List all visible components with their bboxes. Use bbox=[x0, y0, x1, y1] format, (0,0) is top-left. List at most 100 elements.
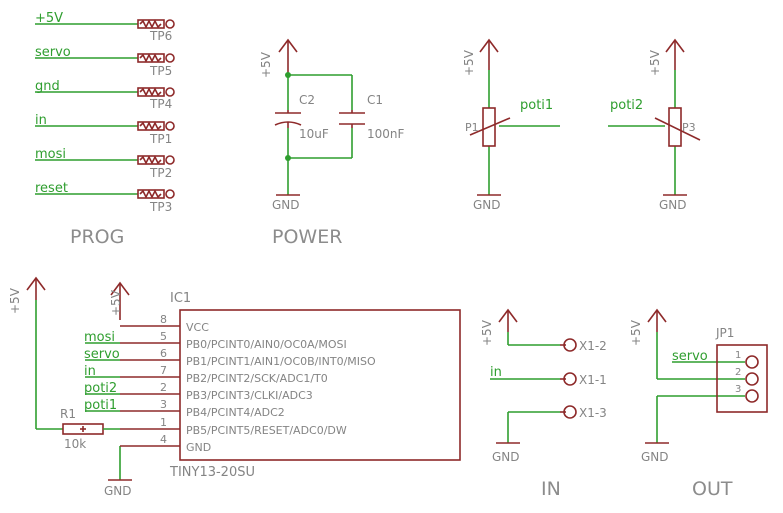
test-point[interactable] bbox=[137, 189, 165, 199]
prog-row: in TP1 bbox=[35, 113, 175, 146]
pin-number: 7 bbox=[160, 364, 167, 377]
section-title-out: OUT bbox=[692, 478, 733, 500]
supply-label: +5V bbox=[109, 289, 123, 316]
net-label: servo bbox=[35, 45, 71, 60]
capacitor-c2[interactable]: C2 10uF bbox=[274, 93, 329, 141]
connector-name: JP1 bbox=[715, 326, 734, 340]
resistor-value: 10k bbox=[64, 437, 86, 451]
connector-x1[interactable]: X1-2 X1-1 X1-3 bbox=[560, 338, 607, 420]
net-label: in bbox=[84, 364, 96, 379]
supply-label: +5V bbox=[8, 287, 22, 314]
pin-label: PB5/PCINT5/RESET/ADC0/DW bbox=[186, 424, 347, 437]
test-point-label: TP1 bbox=[149, 132, 172, 146]
gnd-label: GND bbox=[641, 450, 669, 464]
pin-label: PB3/PCINT3/CLKI/ADC3 bbox=[186, 389, 313, 402]
net-label: reset bbox=[35, 181, 68, 196]
power-section: +5V C2 10uF C1 100nF GND PO bbox=[259, 38, 405, 248]
potentiometer-p1[interactable]: P1 bbox=[465, 107, 511, 147]
poti2-section: +5V P3 poti2 GND bbox=[608, 38, 701, 212]
poti1-section: +5V P1 poti1 GND bbox=[462, 38, 560, 212]
pin-label: PB4/PCINT4/ADC2 bbox=[186, 406, 285, 419]
gnd-label: GND bbox=[104, 484, 132, 498]
supply-label: +5V bbox=[259, 51, 273, 78]
prog-row: mosi TP2 bbox=[35, 147, 175, 180]
poti-name: P1 bbox=[465, 121, 479, 134]
connector-pin: 1 bbox=[735, 350, 741, 361]
connector-pin: X1-2 bbox=[579, 339, 607, 353]
pin-number: 1 bbox=[160, 416, 167, 429]
net-label: +5V bbox=[35, 11, 63, 26]
pin-label: PB0/PCINT0/AIN0/OC0A/MOSI bbox=[186, 338, 347, 351]
net-label: poti2 bbox=[84, 381, 117, 396]
test-point-label: TP3 bbox=[149, 200, 172, 214]
capacitor-c1[interactable]: C1 100nF bbox=[339, 93, 405, 141]
pin-number: 8 bbox=[160, 313, 167, 326]
out-section: +5V servo GND JP1 1 2 3 OUT bbox=[629, 308, 768, 500]
connector-jp1[interactable]: JP1 1 2 3 bbox=[715, 326, 768, 413]
ic-pins: 8 5 6 7 2 3 1 4 bbox=[120, 313, 180, 447]
resistor-name: R1 bbox=[60, 407, 76, 421]
pin-number: 2 bbox=[160, 381, 167, 394]
test-point[interactable] bbox=[137, 53, 165, 63]
pin-number: 4 bbox=[160, 433, 167, 446]
test-point-label: TP5 bbox=[149, 64, 172, 78]
prog-row: reset TP3 bbox=[35, 181, 175, 214]
prog-row: gnd TP4 bbox=[35, 79, 175, 111]
pin-label: PB1/PCINT1/AIN1/OC0B/INT0/MISO bbox=[186, 355, 376, 368]
net-label: poti2 bbox=[610, 98, 643, 113]
test-point-label: TP4 bbox=[149, 97, 172, 111]
net-label: mosi bbox=[35, 147, 66, 162]
gnd-label: GND bbox=[473, 198, 501, 212]
net-label: in bbox=[490, 365, 502, 380]
c2-value: 10uF bbox=[299, 127, 329, 141]
net-label: servo bbox=[84, 347, 120, 362]
section-title-power: POWER bbox=[272, 226, 342, 248]
potentiometer-p3[interactable]: P3 bbox=[654, 107, 701, 147]
test-point-label: TP6 bbox=[149, 29, 172, 43]
ic-name: IC1 bbox=[170, 291, 191, 306]
prog-row: +5V TP6 bbox=[35, 11, 175, 43]
c2-name: C2 bbox=[299, 93, 315, 107]
test-point[interactable] bbox=[137, 155, 165, 165]
pin-label: VCC bbox=[186, 321, 209, 334]
connector-pin: X1-1 bbox=[579, 373, 607, 387]
c1-name: C1 bbox=[367, 93, 383, 107]
supply-label: +5V bbox=[462, 49, 476, 76]
net-label: servo bbox=[672, 349, 708, 364]
c1-value: 100nF bbox=[367, 127, 405, 141]
test-point[interactable] bbox=[137, 121, 165, 131]
net-label: mosi bbox=[84, 330, 115, 345]
ic-section: +5V R1 10k +5V mosi servo in poti2 poti1… bbox=[8, 276, 461, 498]
poti-name: P3 bbox=[682, 121, 696, 134]
prog-row: servo TP5 bbox=[35, 45, 175, 78]
net-label: in bbox=[35, 113, 47, 128]
test-point[interactable] bbox=[137, 19, 165, 29]
gnd-label: GND bbox=[492, 450, 520, 464]
test-point-label: TP2 bbox=[149, 166, 172, 180]
pin-number: 6 bbox=[160, 347, 167, 360]
supply-label: +5V bbox=[629, 319, 643, 346]
net-label: poti1 bbox=[520, 98, 553, 113]
pin-number: 3 bbox=[160, 398, 167, 411]
pin-label: GND bbox=[186, 441, 211, 454]
supply-label: +5V bbox=[648, 49, 662, 76]
prog-section: +5V TP6 servo TP5 gnd TP4 in bbox=[35, 11, 175, 248]
pin-number: 5 bbox=[160, 330, 167, 343]
test-point[interactable] bbox=[137, 87, 165, 97]
pin-label: PB2/PCINT2/SCK/ADC1/T0 bbox=[186, 372, 328, 385]
gnd-label: GND bbox=[659, 198, 687, 212]
connector-pin: 3 bbox=[735, 384, 741, 395]
resistor-r1[interactable]: R1 10k bbox=[60, 407, 104, 451]
in-section: +5V in GND X1-2 X1-1 X1-3 IN bbox=[480, 308, 607, 500]
section-title-prog: PROG bbox=[70, 226, 124, 248]
section-title-in: IN bbox=[541, 478, 561, 500]
connector-pin: 2 bbox=[735, 367, 741, 378]
net-label: gnd bbox=[35, 79, 60, 94]
supply-label: +5V bbox=[480, 319, 494, 346]
ic-tiny13[interactable]: IC1 TINY13-20SU VCC PB0/PCINT0/AIN0/OC0A… bbox=[169, 291, 461, 480]
ic-part: TINY13-20SU bbox=[169, 465, 255, 480]
connector-pin: X1-3 bbox=[579, 406, 607, 420]
gnd-label: GND bbox=[272, 198, 300, 212]
net-label: poti1 bbox=[84, 398, 117, 413]
